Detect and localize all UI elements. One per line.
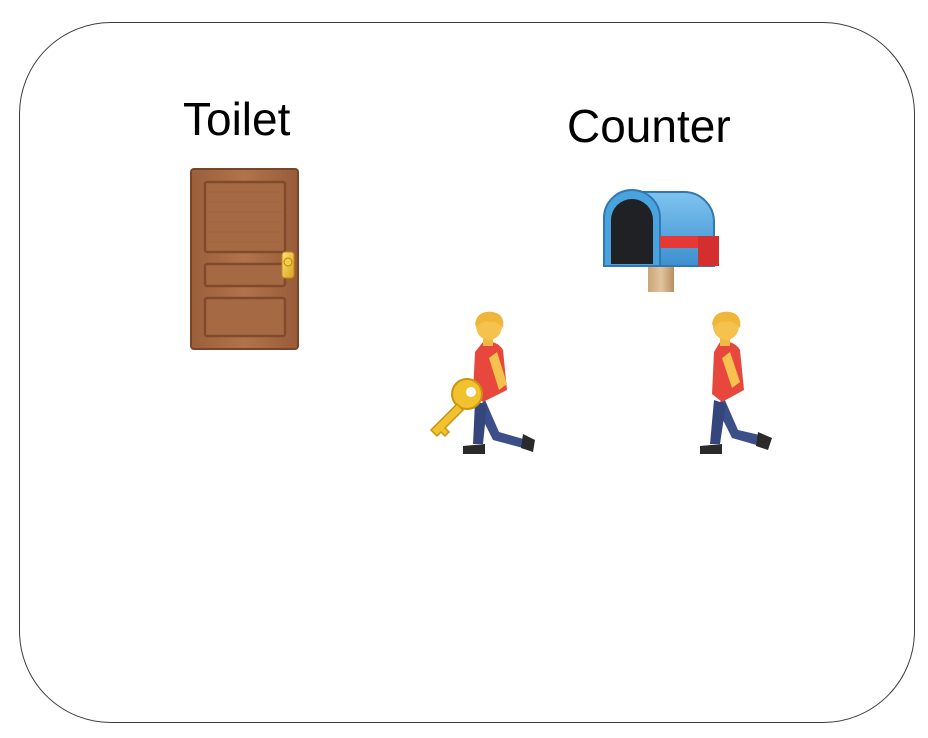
person-walking-icon [700, 311, 772, 454]
counter-label: Counter [567, 100, 731, 152]
door-icon [190, 168, 299, 350]
person-walking-with-key-icon [429, 311, 535, 454]
open-mailbox-icon [603, 189, 719, 292]
toilet-label: Toilet [183, 93, 291, 145]
diagram-frame [19, 22, 915, 723]
